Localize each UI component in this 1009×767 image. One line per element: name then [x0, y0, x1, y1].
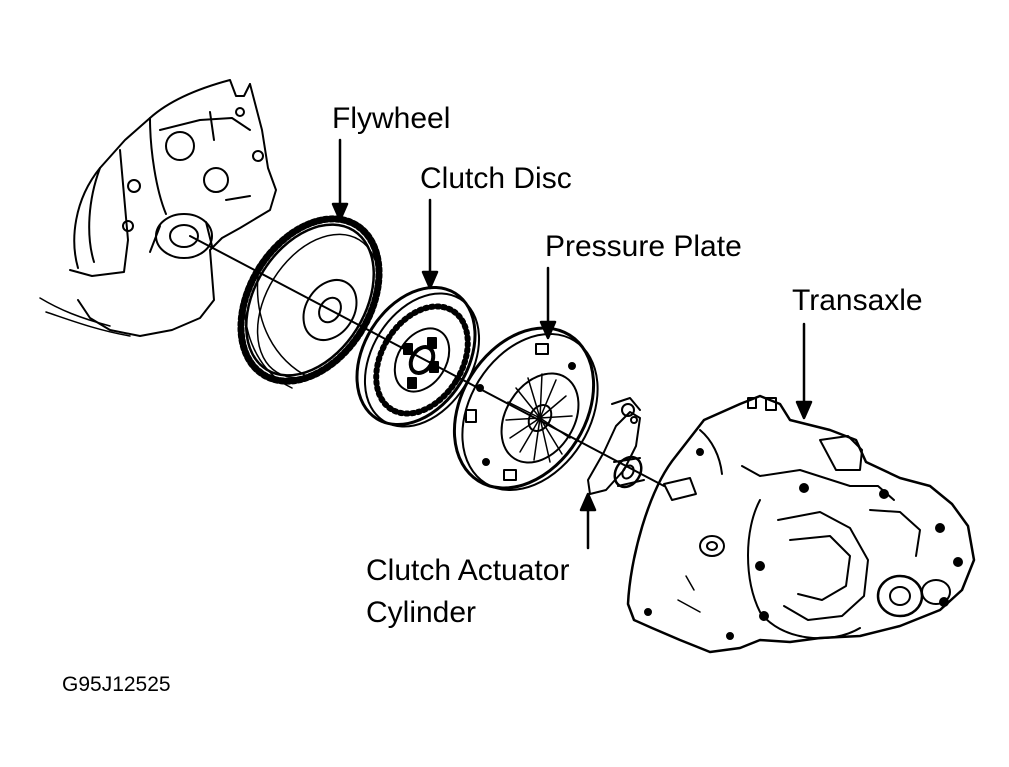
transaxle-arrow — [795, 322, 813, 420]
figure-id: G95J12525 — [62, 673, 171, 696]
callout-arrows — [331, 138, 813, 550]
flywheel-arrow — [331, 138, 349, 222]
pressure-plate-arrow — [539, 266, 557, 340]
pressure-plate-label: Pressure Plate — [545, 230, 742, 263]
clutch-actuator-label-line1: Clutch Actuator — [366, 554, 570, 587]
transaxle-drawing — [626, 394, 976, 654]
engine-block-drawing — [39, 79, 277, 337]
clutch-disc-label: Clutch Disc — [420, 162, 572, 195]
clutch-actuator-arrow — [579, 492, 597, 550]
pressure-plate-drawing — [452, 326, 599, 492]
flywheel-label: Flywheel — [332, 102, 451, 135]
transaxle-label: Transaxle — [792, 284, 923, 317]
clutch-disc-arrow — [421, 198, 439, 290]
clutch-actuator-label-line2: Cylinder — [366, 596, 477, 629]
center-axis-line — [189, 235, 665, 487]
clutch-actuator-drawing — [587, 397, 645, 495]
flywheel-drawing — [237, 215, 383, 389]
